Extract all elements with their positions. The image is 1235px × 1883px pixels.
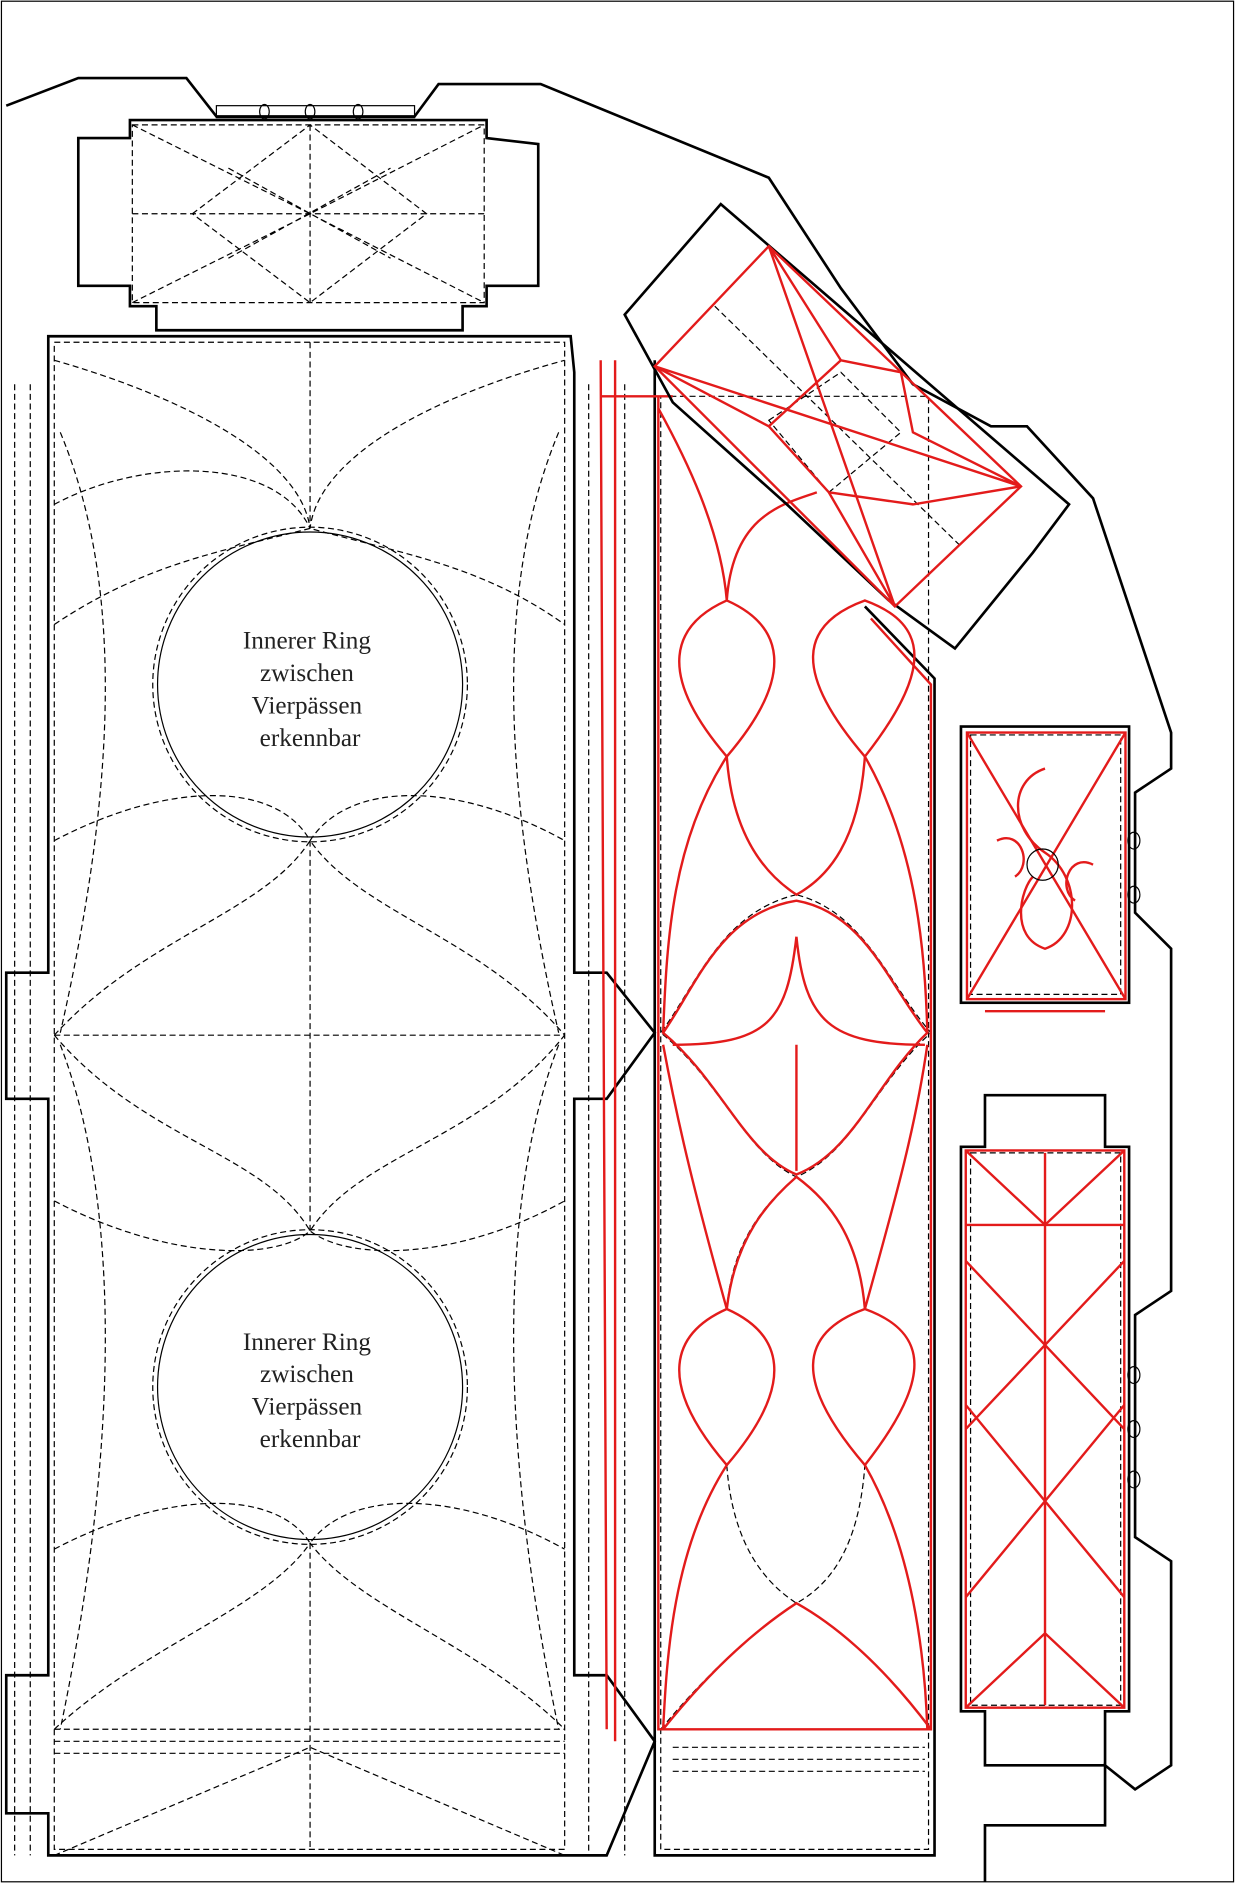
small-right-bay <box>959 725 1141 1013</box>
outer-wall <box>5 76 1173 1882</box>
inner-ring-lower <box>156 1233 464 1541</box>
red-overlay-diagonal <box>653 244 1023 609</box>
inner-ring-upper <box>156 531 464 838</box>
top-bay <box>76 103 540 332</box>
red-overlay-right-bay <box>964 1149 1126 1709</box>
red-overlay-aisle <box>599 360 933 1742</box>
diagonal-bay <box>623 202 1071 651</box>
aisle <box>599 360 936 1857</box>
lower-right-bay <box>959 1093 1141 1767</box>
ring-label-upper: Innerer Ring zwischen Vierpässen erkennb… <box>243 627 377 751</box>
ring-label-lower: Innerer Ring zwischen Vierpässen erkennb… <box>243 1329 377 1453</box>
nave: Innerer Ring zwischen Vierpässen erkennb… <box>4 334 657 1857</box>
red-overlay-small-bay <box>965 731 1127 1013</box>
